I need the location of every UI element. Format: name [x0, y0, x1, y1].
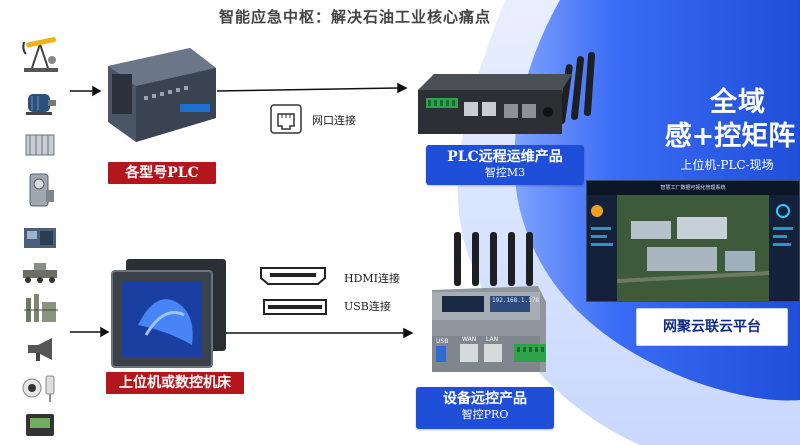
- m3-product-title: PLC远程运维产品: [447, 149, 563, 165]
- matrix-subtitle: 上位机-PLC-现场: [680, 158, 774, 172]
- hdmi-connection-label: HDMI连接: [344, 272, 401, 285]
- compressor-icon: [29, 173, 54, 207]
- motor-icon: [26, 94, 56, 115]
- hmi-label: 上位机或数控机床: [106, 372, 244, 394]
- page-title: 智能应急中枢：解决石油工业核心痛点: [218, 8, 491, 26]
- ethernet-port-icon: [270, 104, 302, 134]
- hmi-panel-image: [111, 259, 226, 368]
- factory-aerial-view: [587, 181, 799, 301]
- matrix-title-line-1: 全域: [710, 87, 766, 118]
- dashboard-title: 智慧工厂数据可视化管理系统: [660, 185, 726, 191]
- m3-router-image: [418, 52, 596, 134]
- refinery-icon: [24, 294, 58, 322]
- meter-icon: [26, 414, 54, 436]
- network-connection-label: 网口连接: [312, 114, 356, 127]
- cloud-platform-label: 网聚云联云平台: [636, 308, 788, 346]
- camera-icon: [22, 375, 55, 402]
- pro-port-usb-label: USB: [436, 338, 449, 345]
- usb-connection-label: USB连接: [344, 300, 391, 313]
- horn-speaker-icon: [28, 338, 52, 361]
- usb-port-icon: [263, 299, 327, 315]
- filter-unit-icon: [25, 134, 55, 156]
- dashboard-screenshot: 智慧工厂数据可视化管理系统: [586, 180, 800, 302]
- pro-product-title: 设备远控产品: [443, 391, 527, 407]
- pro-port-lan-label: LAN: [486, 336, 499, 343]
- m3-product-label: PLC远程运维产品 智控M3: [426, 145, 584, 185]
- machine-cabinet-icon: [24, 228, 56, 248]
- pro-screen-text: 192.168.1.178: [492, 297, 539, 304]
- conveyor-icon: [23, 263, 57, 283]
- plc-device-image: [108, 48, 216, 142]
- matrix-title-line-2: 感+控矩阵: [664, 121, 796, 152]
- plc-label: 各型号PLC: [108, 162, 216, 184]
- hdmi-port-icon: [260, 267, 326, 285]
- pro-product-model: 智控PRO: [461, 408, 509, 421]
- m3-product-model: 智控M3: [484, 166, 526, 179]
- pro-router-image: [432, 232, 546, 372]
- pro-product-label: 设备远控产品 智控PRO: [416, 387, 554, 429]
- oil-pumpjack-icon: [22, 37, 58, 72]
- pro-port-wan-label: WAN: [462, 336, 477, 343]
